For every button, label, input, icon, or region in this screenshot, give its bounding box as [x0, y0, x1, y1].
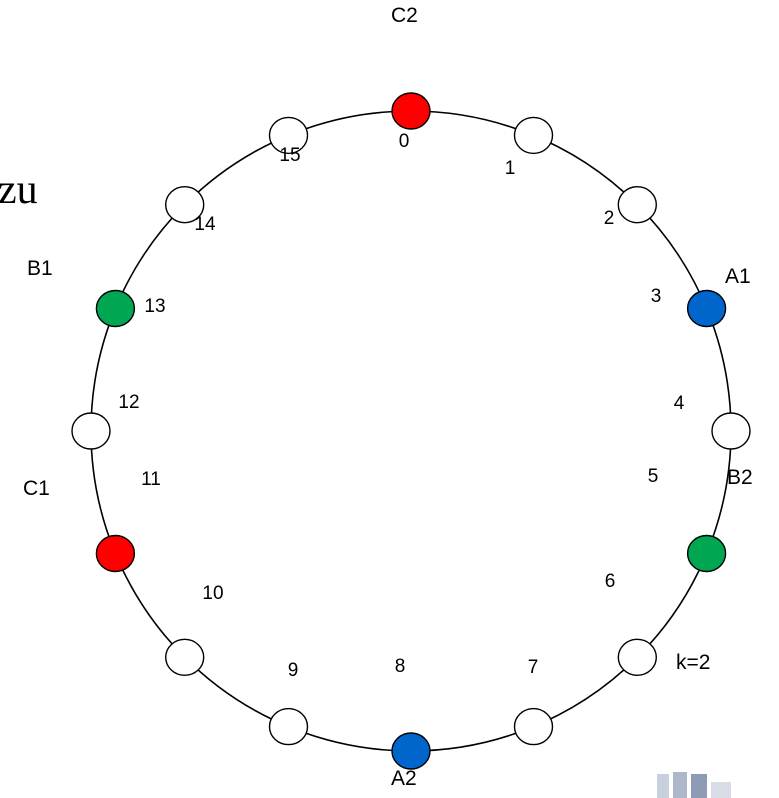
node-number-6: 6	[605, 571, 616, 592]
peer-label-c2: C2	[391, 4, 418, 27]
node-number-2: 2	[604, 208, 615, 229]
node-number-12: 12	[118, 392, 139, 413]
node-number-15: 15	[279, 145, 300, 166]
ring-node-3	[686, 289, 727, 328]
ring-node-12	[71, 412, 111, 450]
node-number-10: 10	[202, 583, 223, 604]
ring-nodes	[71, 92, 751, 770]
node-number-7: 7	[528, 657, 539, 678]
node-number-4: 4	[674, 393, 685, 414]
fragment-text: zu	[0, 167, 38, 213]
node-number-1: 1	[505, 158, 516, 179]
node-number-11: 11	[141, 469, 161, 490]
ring-node-13	[95, 289, 136, 328]
ring-node-2	[617, 185, 657, 224]
node-number-3: 3	[651, 286, 662, 307]
node-number-5: 5	[648, 466, 659, 487]
peer-label-b1: B1	[27, 257, 53, 280]
node-number-8: 8	[395, 656, 406, 677]
node-number-0: 0	[399, 131, 410, 152]
logo-fragment	[657, 772, 731, 798]
node-number-14: 14	[194, 214, 216, 235]
ring-node-9	[268, 707, 309, 746]
ring-node-4	[711, 412, 751, 450]
node-number-13: 13	[144, 296, 165, 317]
ring-node-8	[391, 732, 431, 770]
ring-node-0	[391, 92, 431, 130]
ring-node-11	[95, 534, 136, 573]
ring-node-7	[513, 707, 554, 746]
ring-node-10	[164, 638, 205, 676]
ring-node-15	[268, 116, 309, 155]
peer-label-c1: C1	[23, 477, 50, 500]
peer-label-a1: A1	[725, 265, 751, 288]
ring-node-14	[164, 185, 205, 224]
ring-node-1	[513, 116, 554, 155]
ring-node-5	[686, 534, 727, 573]
peer-label-a2: A2	[391, 767, 417, 790]
node-number-9: 9	[288, 660, 299, 681]
peer-label-b2: B2	[727, 466, 753, 489]
ring-node-6	[617, 638, 657, 676]
k-label: k=2	[676, 651, 710, 674]
